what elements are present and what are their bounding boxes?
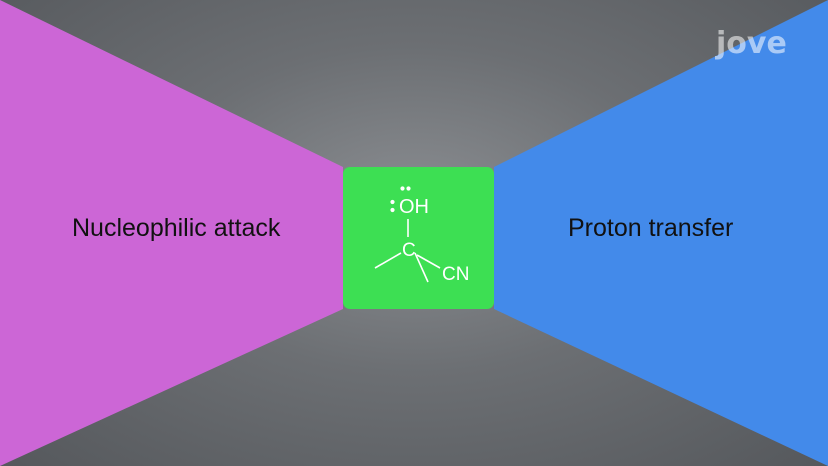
bond-c-methyl bbox=[374, 252, 402, 269]
right-panel-shape bbox=[494, 0, 828, 466]
lone-pair-dot bbox=[406, 186, 411, 191]
nucleophilic-attack-label: Nucleophilic attack bbox=[72, 214, 281, 242]
nitrile-label: CN bbox=[442, 264, 469, 285]
lone-pair-dot bbox=[390, 207, 395, 213]
molecule-box: OH C CN bbox=[343, 167, 494, 309]
jove-logo: jove bbox=[716, 26, 787, 61]
lone-pair-dot bbox=[390, 199, 395, 205]
carbon-label: C bbox=[402, 240, 416, 261]
lone-pair-dot bbox=[400, 186, 405, 191]
proton-transfer-label: Proton transfer bbox=[568, 214, 734, 242]
cyanohydrin-structure: OH C CN bbox=[374, 186, 469, 285]
left-panel-shape bbox=[0, 0, 343, 466]
hydroxyl-label: OH bbox=[399, 196, 429, 218]
bond-c-methyl-2 bbox=[414, 252, 429, 283]
bond-c-cn bbox=[416, 254, 441, 269]
